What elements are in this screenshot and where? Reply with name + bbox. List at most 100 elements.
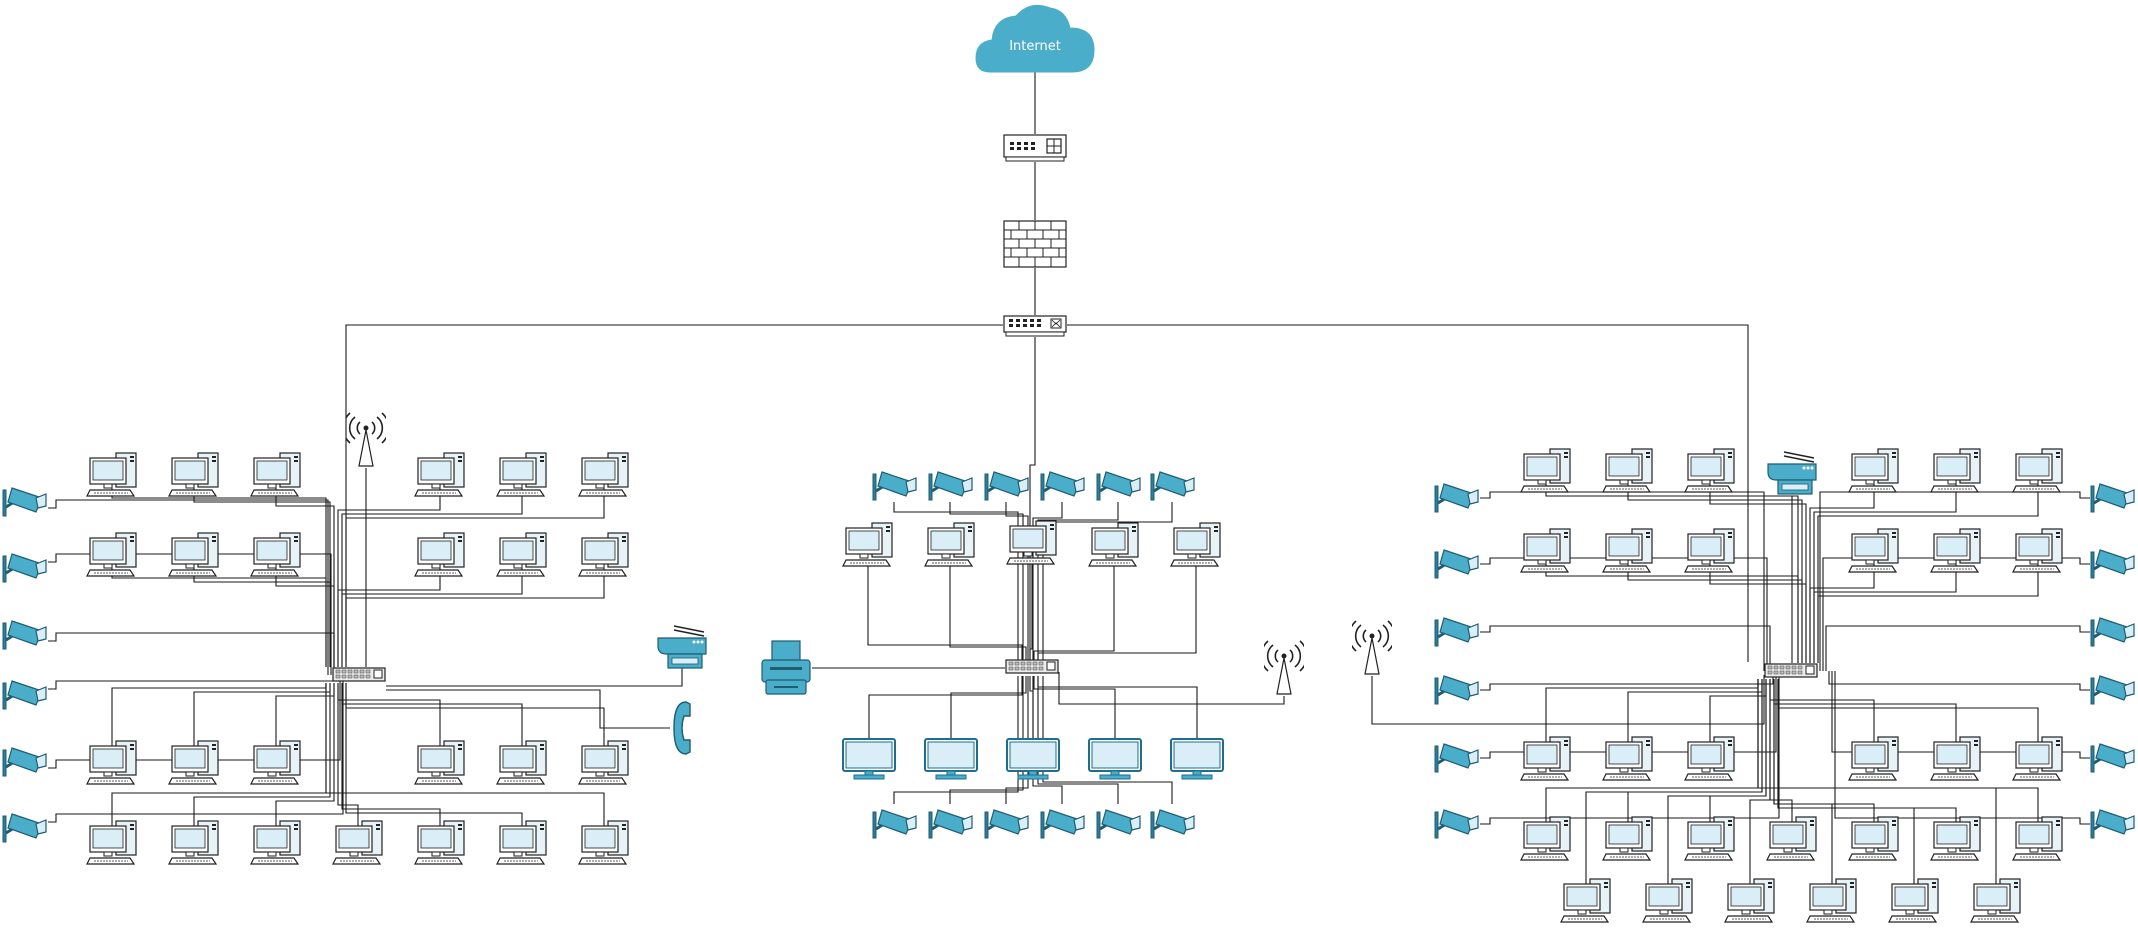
desktop-computer-icon [1684,528,1735,573]
connection-line [949,502,1024,660]
desktop-computer-icon [1170,522,1221,567]
connection-line [1777,679,2039,756]
desktop-computer-icon [1006,520,1057,565]
security-camera-icon [872,808,918,840]
security-camera-icon [2,552,48,584]
desktop-computer-icon [250,532,301,577]
wireless-access-point-icon [346,412,386,467]
desktop-computer-icon [1888,878,1939,923]
connection-line [1825,625,2090,671]
desktop-computer-icon [1560,878,1611,923]
connection-line [1769,679,1793,836]
connection-line [48,675,344,823]
desktop-computer-icon [1806,878,1857,923]
security-camera-icon [1434,742,1480,774]
security-camera-icon [2090,674,2136,706]
security-camera-icon [1150,470,1196,502]
connection-line [1545,548,1799,663]
security-camera-icon [1434,808,1480,840]
connection-line [1777,679,1915,898]
connection-line [949,676,1024,804]
security-camera-icon [928,470,974,502]
modem-icon [1003,134,1067,162]
desktop-computer-icon [86,532,137,577]
desktop-computer-icon [168,740,219,785]
desktop-computer-icon [1088,522,1139,567]
connection-line [193,552,331,667]
connection-line [337,552,441,667]
connection-line [341,683,441,840]
desktop-computer-icon [1970,878,2021,923]
desktop-computer-icon [924,522,975,567]
security-camera-icon [2090,482,2136,514]
monitor-icon [924,738,978,780]
desktop-computer-icon [1848,816,1899,861]
security-camera-icon [1434,616,1480,648]
connection-line [48,632,335,675]
connection-line [1627,548,1803,663]
connection-line [1773,679,1833,898]
connection-line [1667,679,1767,898]
security-camera-icon [1040,808,1086,840]
connection-line [1029,560,1033,660]
desktop-computer-icon [1930,528,1981,573]
desktop-computer-icon [1602,528,1653,573]
desktop-computer-icon [1520,528,1571,573]
desktop-computer-icon [1602,816,1653,861]
security-camera-icon [1096,808,1142,840]
security-camera-icon [984,808,1030,840]
security-camera-icon [2,746,48,778]
desktop-computer-icon [2012,736,2063,781]
phone-link-line [386,689,670,729]
connection-line [1032,502,1063,660]
security-camera-icon [2,812,48,844]
internet-cloud: Internet [975,4,1095,73]
desktop-computer-icon [86,740,137,785]
connection-line [111,552,327,667]
connection-line [1813,548,1957,663]
desktop-computer-icon [168,452,219,497]
switch-icon [1005,659,1059,674]
switch-icon [332,667,386,682]
connection-line [1480,671,1774,691]
wireless-access-point-icon [1264,640,1304,695]
connection-line [1480,671,1780,825]
desktop-computer-icon [1766,816,1817,861]
desktop-computer-icon [578,452,629,497]
connection-line [1822,557,2090,671]
security-camera-icon [872,470,918,502]
security-camera-icon [984,470,1030,502]
connection-line [1480,557,1768,671]
connection-line [950,676,1027,738]
security-camera-icon [1096,470,1142,502]
fax-machine-icon [1767,451,1817,495]
desktop-computer-icon [578,820,629,865]
fax-machine-icon [657,625,707,669]
monitor-icon [1006,738,1060,780]
connection-line [341,552,523,667]
connection-line [1819,491,2090,671]
desktop-computer-icon [1520,448,1571,493]
connection-line [868,676,1023,738]
desktop-computer-icon [250,452,301,497]
monitor-icon [1088,738,1142,780]
desktop-computer-icon [2012,816,2063,861]
router-to-right-switch-line [1067,324,1749,662]
desktop-computer-icon [414,820,465,865]
connection-line [867,562,1023,660]
cloud-icon [975,4,1095,73]
connection-line [345,472,605,667]
connection-line [345,552,605,667]
fax-link-line [386,660,683,687]
desktop-computer-icon [1684,816,1735,861]
monitor-icon [1170,738,1224,780]
connection-line [1480,671,1777,759]
desktop-computer-icon [1684,736,1735,781]
connection-line [1545,468,1799,663]
connection-line [48,553,332,675]
security-camera-icon [2,619,48,651]
connection-line [1037,502,1119,660]
desktop-computer-icon [1602,736,1653,781]
wap-link-line [1058,672,1285,705]
